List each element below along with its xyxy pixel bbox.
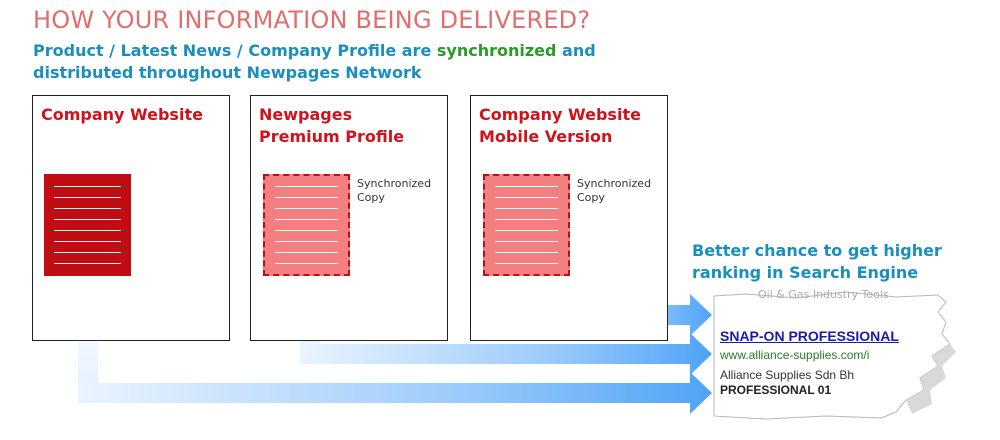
company-website-label: Company Website [41, 105, 203, 124]
search-result-url: www.alliance-supplies.com/i [720, 348, 870, 362]
synchronized-copy-note: Synchronized Copy [357, 177, 432, 204]
page-title: HOW YOUR INFORMATION BEING DELIVERED? [33, 6, 591, 34]
company-website-box: Company Website [32, 95, 230, 341]
synchronized-copy-document-icon [483, 174, 570, 276]
original-document-icon [44, 174, 131, 276]
search-result-title-link[interactable]: SNAP-ON PROFESSIONAL [720, 328, 899, 344]
search-result-snippet-line: Alliance Supplies Sdn Bh [720, 368, 855, 382]
mobile-version-label: Company Website Mobile Version [479, 105, 641, 146]
subtitle-text-before: Product / Latest News / Company Profile … [33, 41, 437, 60]
premium-profile-box: Newpages Premium Profile Synchronized Co… [250, 95, 448, 341]
mobile-version-box: Company Website Mobile Version Synchroni… [470, 95, 668, 341]
search-result-snippet: Oil & Gas Industry Tools SNAP-ON PROFESS… [706, 282, 956, 432]
synchronized-copy-note: Synchronized Copy [577, 177, 652, 204]
page-subtitle: Product / Latest News / Company Profile … [33, 40, 693, 84]
torn-paper [713, 291, 956, 420]
search-result-snippet-line-2: PROFESSIONAL 01 [720, 383, 832, 397]
premium-profile-label: Newpages Premium Profile [259, 105, 405, 146]
subtitle-text-after: and distributed throughout Newpages Netw… [33, 41, 596, 82]
search-engine-note: Better chance to get higher ranking in S… [692, 241, 942, 282]
subtitle-highlight: synchronized [436, 41, 557, 60]
search-result-faint-line: Oil & Gas Industry Tools [758, 288, 889, 301]
synchronized-copy-document-icon [263, 174, 350, 276]
